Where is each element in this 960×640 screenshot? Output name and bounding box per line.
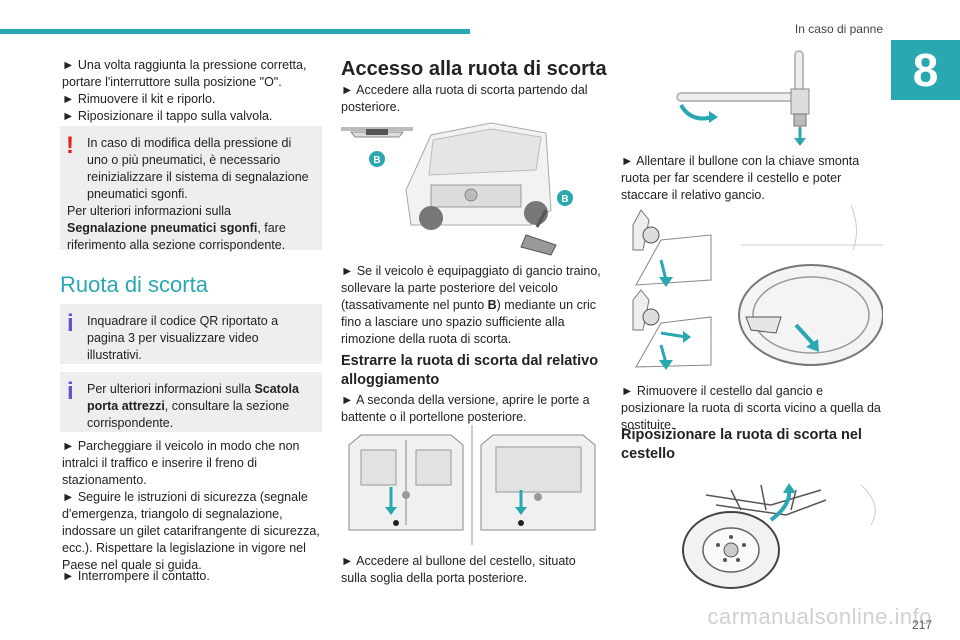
info-text: Per ulteriori informazioni sulla Scatola… <box>87 382 299 430</box>
wheelbrace-illustration <box>676 50 810 146</box>
basket-hook-illustration <box>632 205 883 370</box>
section-heading: Accesso alla ruota di scorta <box>341 58 607 80</box>
info-icon: i <box>67 310 74 337</box>
info-box: i Inquadrare il codice QR riportato a pa… <box>60 304 322 364</box>
warning-icon: ! <box>66 132 74 159</box>
warning-line: Per ulteriori informazioni sulla Segnala… <box>67 204 286 252</box>
paragraph: ► Rimuovere il cestello dal gancio e pos… <box>621 384 881 432</box>
warning-line: In caso di modifica della pressione di u… <box>87 136 309 201</box>
watermark: carmanualsonline.info <box>707 604 932 629</box>
paragraph: ► Una volta raggiunta la pressione corre… <box>62 58 307 89</box>
header-accent-bar <box>0 29 470 34</box>
subheading: Estrarre la ruota di scorta dal relativo… <box>341 353 599 388</box>
paragraph: ► Se il veicolo è equipaggiato di gancio… <box>341 264 601 346</box>
callout-label: B <box>561 194 568 205</box>
page-number: 217 <box>911 618 932 632</box>
section-title: In caso di panne <box>794 22 883 36</box>
van-jack-illustration: B B <box>341 122 573 256</box>
paragraph: ► Allentare il bullone con la chiave smo… <box>621 154 860 202</box>
paragraph: ► Parcheggiare il veicolo in modo che no… <box>62 439 300 487</box>
warning-box: ! In caso di modifica della pressione di… <box>60 126 322 252</box>
warning-text: In caso di modifica della pressione di u… <box>67 135 314 254</box>
paragraph: ► Seguire le istruzioni di sicurezza (se… <box>62 490 320 572</box>
info-icon: i <box>67 378 74 405</box>
paragraph: ► Riposizionare il tappo sulla valvola. <box>62 109 273 123</box>
subheading: Riposizionare la ruota di scorta nel ces… <box>621 427 862 462</box>
rear-doors-illustration <box>348 425 596 545</box>
section-heading: Ruota di scorta <box>60 272 208 297</box>
paragraph: ► Interrompere il contatto. <box>62 569 210 583</box>
paragraph: ► A seconda della versione, aprire le po… <box>341 393 590 424</box>
callout-label: B <box>373 155 380 166</box>
chapter-number-badge: 8 <box>891 40 960 100</box>
info-text: Inquadrare il codice QR riportato a pagi… <box>87 314 279 362</box>
info-box: i Per ulteriori informazioni sulla Scato… <box>60 372 322 432</box>
paragraph: ► Rimuovere il kit e riporlo. <box>62 92 216 106</box>
paragraph: ► Accedere alla ruota di scorta partendo… <box>341 83 588 114</box>
spare-wheel-basket-illustration <box>682 483 876 589</box>
paragraph: ► Accedere al bullone del cestello, situ… <box>341 554 576 585</box>
